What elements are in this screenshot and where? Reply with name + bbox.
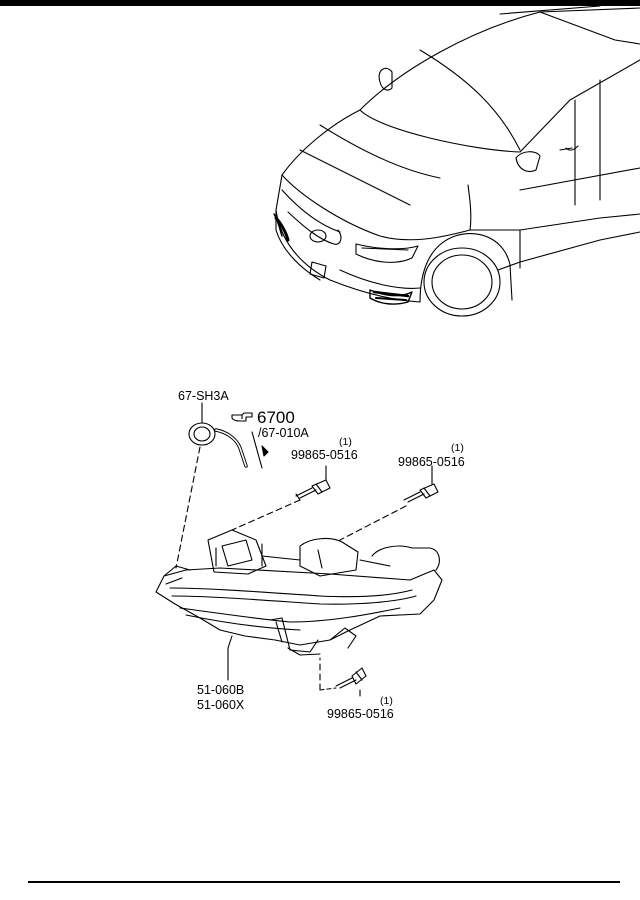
screw-c-label: 99865-0516 bbox=[327, 707, 394, 721]
vehicle-illustration bbox=[273, 5, 640, 317]
screw-c-part bbox=[335, 667, 367, 689]
lamp-right-label: 51-060X bbox=[197, 698, 245, 712]
fog-lamp-housing bbox=[155, 529, 443, 656]
grommet-label: 67-SH3A bbox=[178, 389, 229, 403]
lamp-left-label: 51-060B bbox=[197, 683, 245, 697]
screw-b-label: 99865-0516 bbox=[398, 455, 465, 469]
header-bar bbox=[0, 0, 640, 6]
harness-number: 67-010A bbox=[261, 426, 309, 440]
screw-a-part bbox=[295, 479, 331, 501]
screw-a-label: 99865-0516 bbox=[291, 448, 358, 462]
screw-b-qty: (1) bbox=[451, 442, 464, 454]
hand-pointer-icon bbox=[231, 412, 253, 422]
grommet-part bbox=[188, 402, 216, 446]
group-number-label: 6700 bbox=[257, 408, 295, 427]
harness-part bbox=[214, 428, 269, 469]
screw-b-part bbox=[403, 483, 439, 503]
screw-a-qty: (1) bbox=[339, 436, 352, 448]
screw-c-qty: (1) bbox=[380, 695, 393, 707]
footer-rule bbox=[28, 881, 620, 883]
harness-label: /67-010A bbox=[258, 426, 309, 440]
